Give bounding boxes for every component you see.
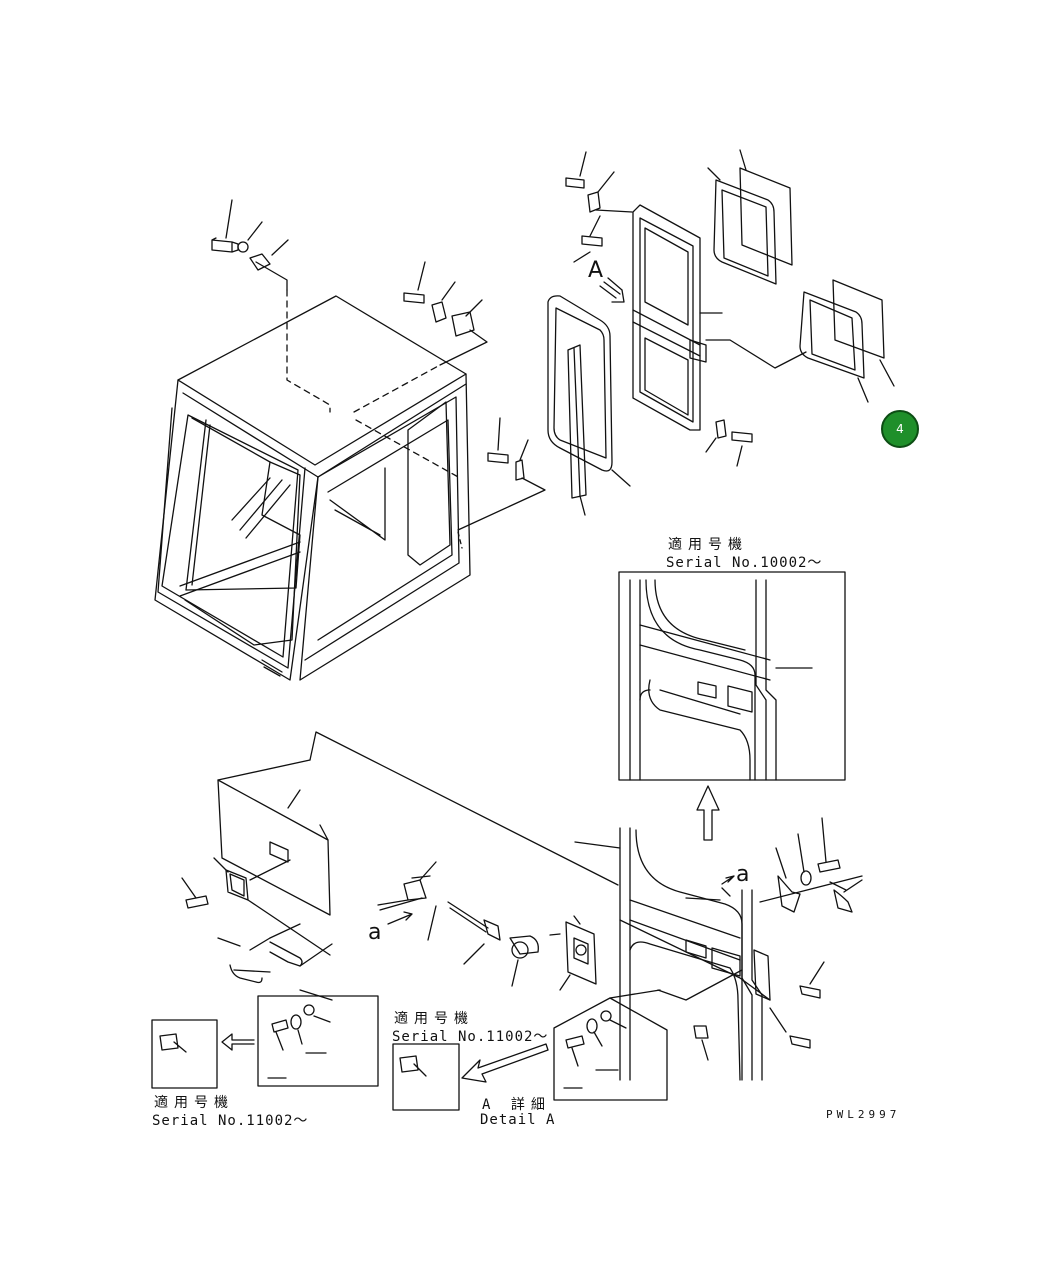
- door-post-assembly: [553, 817, 863, 1101]
- detail-marker-a-right: a: [736, 862, 750, 887]
- long-arrow-icon: [461, 1043, 549, 1083]
- detail-box-serial-10002: [618, 571, 846, 781]
- up-arrow-icon: [696, 785, 720, 841]
- view-marker-a: A: [588, 258, 604, 283]
- note-bottom-center-jp: 適用号機: [394, 1011, 474, 1027]
- note-bottom-center-serial: Serial No.11002～: [392, 1029, 549, 1045]
- door-assembly: [547, 149, 895, 516]
- note-top-right-serial: Serial No.10002～: [666, 555, 823, 571]
- operator-cab-body: [154, 289, 471, 681]
- door-lock-assembly: [151, 731, 619, 1089]
- detail-marker-a-left: a: [368, 920, 382, 945]
- detail-box-serial-11002-center: [392, 1043, 549, 1111]
- callout-badge[interactable]: 4: [881, 410, 919, 448]
- note-bottom-left-serial: Serial No.11002～: [152, 1113, 309, 1129]
- bolt-box-left: [257, 995, 379, 1087]
- detail-caption-jp: A 詳細: [482, 1097, 551, 1113]
- drawing-code: PWL2997: [826, 1108, 901, 1121]
- cab-mounting-fasteners: [211, 199, 546, 531]
- detail-caption-en: Detail A: [480, 1112, 556, 1128]
- note-bottom-left-jp: 適用号機: [154, 1095, 234, 1111]
- bolt-box-small-left: [151, 1019, 218, 1089]
- left-arrow-icon: [221, 1033, 255, 1051]
- note-top-right-jp: 適用号機: [668, 537, 748, 553]
